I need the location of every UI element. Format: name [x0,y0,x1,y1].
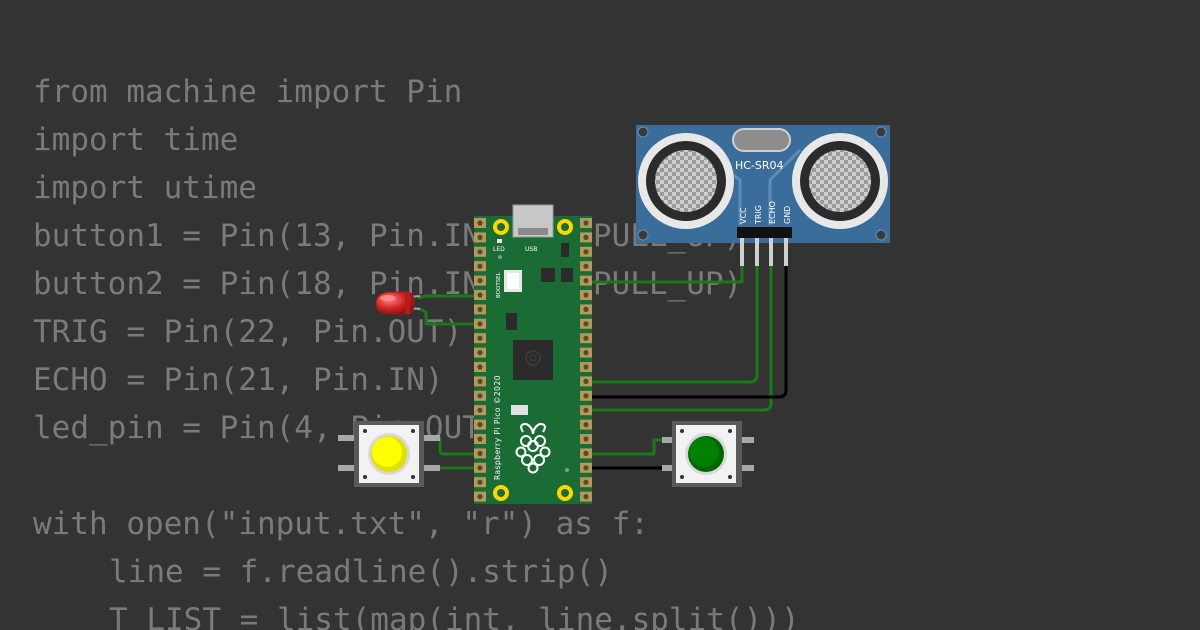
pico-pin-hole [477,364,483,370]
pico-pin-hole [583,378,589,384]
pico-bootsel-button[interactable] [504,270,522,292]
pico-pin-hole [477,263,483,269]
pico-usb-connector [512,204,554,238]
pico-pin-hole [477,234,483,240]
pico-pin-hole [583,234,589,240]
pico-mounting-holes [493,219,573,501]
ultrasonic-transducer-right [792,133,888,229]
wire-button1-a[interactable] [436,436,484,456]
pico-pin-hole [583,335,589,341]
sensor-pin-vcc-label: VCC [739,207,748,224]
sensor-pin-echo-label: ECHO [768,201,777,224]
code-line: with open("input.txt", "r") as f: [33,506,649,542]
pico-pin-hole [583,479,589,485]
pico-pin-hole [477,220,483,226]
pico-regulator [561,268,573,282]
pico-pin-hole [477,422,483,428]
code-line: line = f.readline().strip() [109,554,613,590]
wire-button2-a[interactable] [584,438,672,456]
pushbutton-green[interactable] [662,421,754,487]
pico-pin-hole [477,350,483,356]
sensor-pin-gnd-label: GND [783,206,792,224]
sensor-header-pins [737,227,792,266]
pico-board-label: Raspberry Pi Pico ©2020 [493,375,502,480]
pico-pin-hole [477,465,483,471]
sensor-crystal [732,128,791,152]
pico-pin-hole [583,364,589,370]
pico-pin-hole [583,263,589,269]
pico-led-label: LED [493,246,505,253]
wire-led-anode[interactable] [417,294,484,300]
pico-flash-chip [506,313,517,330]
pico-pin-hole [583,393,589,399]
raspberry-pi-pico[interactable]: LED USB BOOTSEL Raspberry Pi Pico ©2020 [474,204,592,504]
code-listing: from machine import Pin import time import… [33,68,800,630]
raspberry-pi-logo-icon [515,422,551,474]
hc-sr04-sensor[interactable]: HC-SR04 VCC TRIG ECHO GND [636,125,890,266]
pico-pin-hole [583,494,589,500]
pico-pin-hole [583,450,589,456]
wire-sensor-vcc[interactable] [584,262,744,284]
pico-pin-hole [583,350,589,356]
pico-pin-hole [477,249,483,255]
pico-pin-hole [477,407,483,413]
code-line: T_LIST = list(map(int, line.split())) [109,602,800,630]
pico-pins-right [580,218,592,502]
pico-bootsel-label: BOOTSEL [496,271,502,298]
pico-pin-hole [477,335,483,341]
pico-crystal [541,268,555,282]
pico-pin-hole [583,321,589,327]
wires [417,262,788,470]
pico-pin-hole [477,436,483,442]
code-line: TRIG = Pin(22, Pin.OUT) [33,314,463,350]
pico-debug-pad [511,405,528,415]
pico-test-point [498,255,502,259]
pico-test-point [565,468,569,472]
pico-pin-hole [477,378,483,384]
wire-led-cathode[interactable] [417,306,484,326]
pico-pin-hole [583,306,589,312]
pico-pin-hole [583,407,589,413]
pico-component [561,243,569,257]
pico-usb-label: USB [525,246,537,253]
wire-sensor-echo[interactable] [584,262,773,412]
pico-pin-hole [583,292,589,298]
pico-pin-hole [477,278,483,284]
pico-pin-hole [477,479,483,485]
ultrasonic-transducer-left [638,133,734,229]
pico-pin-hole [477,494,483,500]
code-line: import time [33,122,239,158]
sensor-pin-trig-label: TRIG [754,205,763,225]
sensor-model-label: HC-SR04 [735,159,784,172]
pico-pin-hole [477,321,483,327]
wire-sensor-trig[interactable] [584,262,759,384]
pico-pin-hole [583,278,589,284]
code-line: ECHO = Pin(21, Pin.IN) [33,362,444,398]
pico-pin-hole [477,393,483,399]
pico-onboard-led [497,239,502,243]
rp2040-chip [513,340,553,380]
pico-pin-hole [583,249,589,255]
pico-pin-hole [583,220,589,226]
pushbutton-yellow[interactable] [338,421,440,487]
red-led[interactable] [375,291,421,315]
code-line: from machine import Pin [33,74,463,110]
pico-pin-hole [583,465,589,471]
pico-pin-hole [477,292,483,298]
code-line: import utime [33,170,257,206]
pico-pin-hole [477,306,483,312]
pico-pin-hole [477,450,483,456]
wire-sensor-gnd[interactable] [584,262,788,399]
pico-pins-left [474,218,486,502]
pico-pin-hole [583,422,589,428]
pico-pin-hole [583,436,589,442]
